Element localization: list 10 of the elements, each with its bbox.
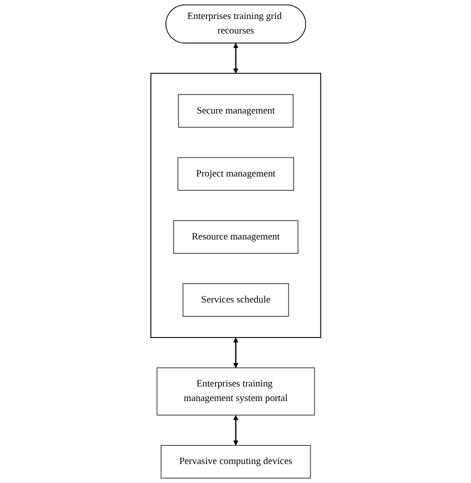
arrow — [232, 415, 238, 446]
node-box: Project management — [177, 157, 294, 191]
arrow — [232, 338, 238, 368]
node-box: Services schedule — [182, 283, 289, 317]
arrow — [232, 43, 238, 74]
node-box: Secure management — [178, 94, 294, 128]
node-box: Enterprises training management system portal — [156, 368, 315, 416]
cluster — [150, 72, 321, 338]
node-box: Pervasive computing devices — [160, 445, 311, 478]
node-box: Resource management — [173, 220, 298, 254]
